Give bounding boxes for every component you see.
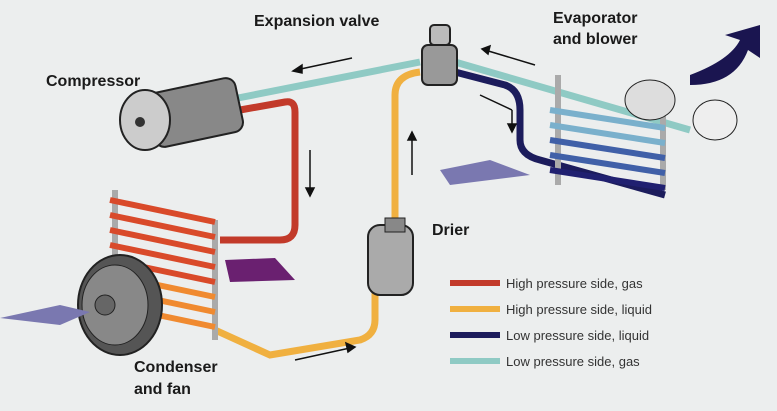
label-condenser-line2: and fan — [134, 381, 191, 398]
evaporator-blower — [624, 79, 738, 141]
legend-item: Low pressure side, liquid — [450, 322, 652, 348]
label-evaporator-line1: Evaporator — [553, 10, 638, 27]
label-drier: Drier — [432, 222, 470, 239]
evaporator-coils — [549, 75, 666, 191]
hot-air-arrow — [225, 258, 295, 282]
legend-swatch-low-liquid — [450, 332, 500, 338]
label-evaporator-line2: and blower — [553, 31, 638, 48]
legend-swatch-high-liquid — [450, 306, 500, 312]
legend: High pressure side, gas High pressure si… — [450, 270, 652, 374]
pipe-low-gas-to-compressor — [237, 58, 421, 102]
pipe-high-liquid-to-valve — [391, 68, 421, 225]
legend-swatch-low-gas — [450, 358, 500, 364]
label-expansion-valve: Expansion valve — [254, 13, 380, 30]
pipe-high-gas — [220, 98, 299, 244]
air-in-evaporator-arrow — [440, 160, 530, 185]
legend-swatch-high-gas — [450, 280, 500, 286]
expansion-valve — [421, 24, 458, 86]
legend-label: Low pressure side, liquid — [506, 327, 650, 343]
legend-label: High pressure side, gas — [506, 275, 643, 291]
flow-arrows — [291, 44, 536, 361]
legend-item: High pressure side, gas — [450, 270, 652, 296]
legend-label: High pressure side, liquid — [506, 301, 652, 317]
condenser-fan — [77, 254, 163, 356]
label-compressor: Compressor — [46, 73, 141, 90]
cold-air-out-arrow — [690, 25, 760, 85]
legend-item: High pressure side, liquid — [450, 296, 652, 322]
legend-label: Low pressure side, gas — [506, 353, 640, 369]
drier — [367, 217, 414, 296]
legend-item: Low pressure side, gas — [450, 348, 652, 374]
compressor — [119, 77, 244, 151]
air-in-arrow — [0, 305, 90, 325]
label-condenser-line1: Condenser — [134, 359, 218, 376]
pipe-low-liquid — [454, 68, 666, 199]
pipe-high-liquid — [213, 290, 379, 359]
